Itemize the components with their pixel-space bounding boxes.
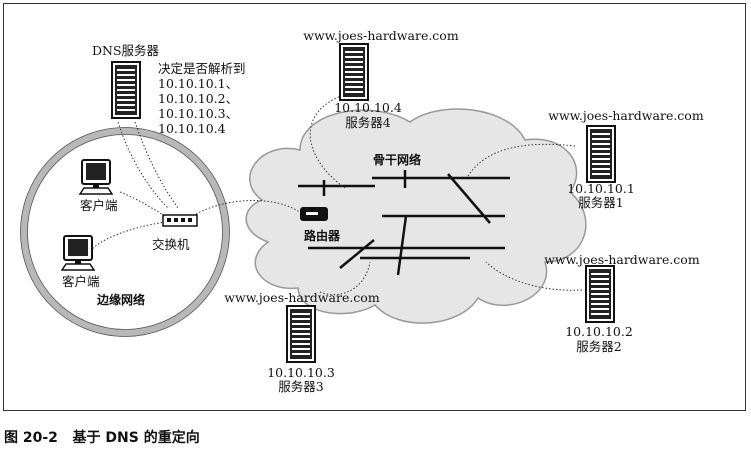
server-1-host: www.joes-hardware.com [548,108,704,123]
dns-server-desc-line: 10.10.10.3、 [158,106,239,121]
backbone-lines [298,170,510,276]
edge-network-ring [20,127,230,337]
dns-server-desc-line: 决定是否解析到 [158,61,246,76]
server-1-ip: 10.10.10.1 [567,181,635,196]
server-4-host: www.joes-hardware.com [303,28,459,43]
client-pc-icon[interactable] [79,159,113,195]
server-2-name: 服务器2 [576,339,622,354]
server-3-host: www.joes-hardware.com [224,290,380,305]
server-2-host: www.joes-hardware.com [544,252,700,267]
figure-caption: 图 20-2 基于 DNS 的重定向 [4,430,200,446]
switch-label: 交换机 [152,237,190,252]
figure-frame [3,3,746,411]
server-4-name: 服务器4 [345,115,391,130]
server-2-icon[interactable] [585,265,615,323]
server-3-name: 服务器3 [278,379,324,394]
server-1-name: 服务器1 [578,195,624,210]
switch-icon[interactable] [162,214,198,227]
server-4-ip: 10.10.10.4 [334,100,402,115]
server-1-icon[interactable] [586,125,616,183]
dns-server-desc-line: 10.10.10.1、 [158,76,239,91]
dns-server-title: DNS服务器 [92,43,160,58]
backbone-network-label: 骨干网络 [373,153,422,167]
server-3-ip: 10.10.10.3 [267,365,335,380]
router-label: 路由器 [304,229,341,243]
edge-network-label: 边缘网络 [97,293,146,307]
dotted-links [87,91,583,296]
client-label: 客户端 [62,274,100,289]
client-label: 客户端 [80,198,118,213]
dns-server-desc-line: 10.10.10.4 [158,121,226,136]
router-icon[interactable] [300,207,328,221]
dns-server-desc-line: 10.10.10.2、 [158,91,239,106]
server-3-icon[interactable] [286,305,316,363]
dns-server-icon[interactable] [111,61,141,119]
client-pc-icon[interactable] [61,235,95,271]
server-4-icon[interactable] [339,43,369,101]
server-2-ip: 10.10.10.2 [565,324,633,339]
